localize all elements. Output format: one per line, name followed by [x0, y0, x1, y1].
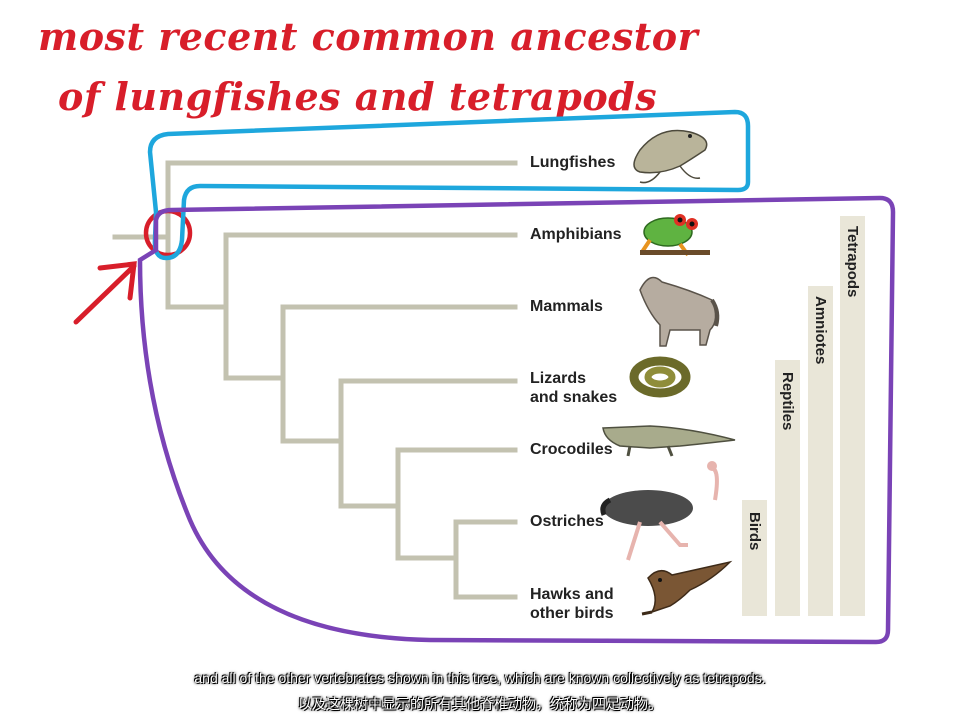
wolf-illustration	[639, 276, 720, 347]
annotation-title-line2: of lungfishes and tetrapods	[58, 74, 658, 119]
crocodile-illustration	[602, 425, 736, 457]
lungfish-illustration	[633, 129, 708, 184]
tree-branches	[112, 160, 518, 600]
taxon-amphibians: Amphibians	[530, 226, 622, 243]
taxon-lizards-and-snakes: Lizards and snakes	[530, 370, 618, 406]
subtitle-chinese: 以及这棵树中显示的所有其他脊椎动物，统称为四足动物。	[298, 696, 662, 712]
clade-bar-tetrapods	[840, 216, 865, 616]
clade-bar-amniotes	[808, 286, 833, 616]
red-arrow	[73, 261, 137, 325]
hawk-illustration	[641, 560, 733, 616]
clade-label-reptiles: Reptiles	[779, 372, 796, 431]
ostrich-illustration	[600, 461, 719, 561]
taxon-ostriches: Ostriches	[530, 513, 604, 530]
taxon-lungfishes: Lungfishes	[530, 154, 616, 171]
clade-label-birds: Birds	[746, 512, 763, 551]
clade-bar-birds	[742, 500, 767, 616]
frog-illustration	[640, 214, 710, 257]
clade-label-tetrapods: Tetrapods	[844, 226, 861, 298]
clade-label-amniotes: Amniotes	[812, 296, 829, 365]
tetrapod-highlight-outline	[137, 195, 896, 645]
clade-bar-reptiles	[775, 360, 800, 616]
annotation-title-line1: most recent common ancestor	[38, 14, 699, 59]
taxon-crocodiles: Crocodiles	[530, 441, 613, 458]
snake-illustration	[629, 356, 691, 398]
lungfish-highlight-outline	[147, 109, 751, 261]
taxon-hawks-and-other-birds: Hawks and other birds	[530, 586, 614, 622]
subtitle-english: and all of the other vertebrates shown i…	[194, 670, 766, 686]
taxon-mammals: Mammals	[530, 298, 603, 315]
